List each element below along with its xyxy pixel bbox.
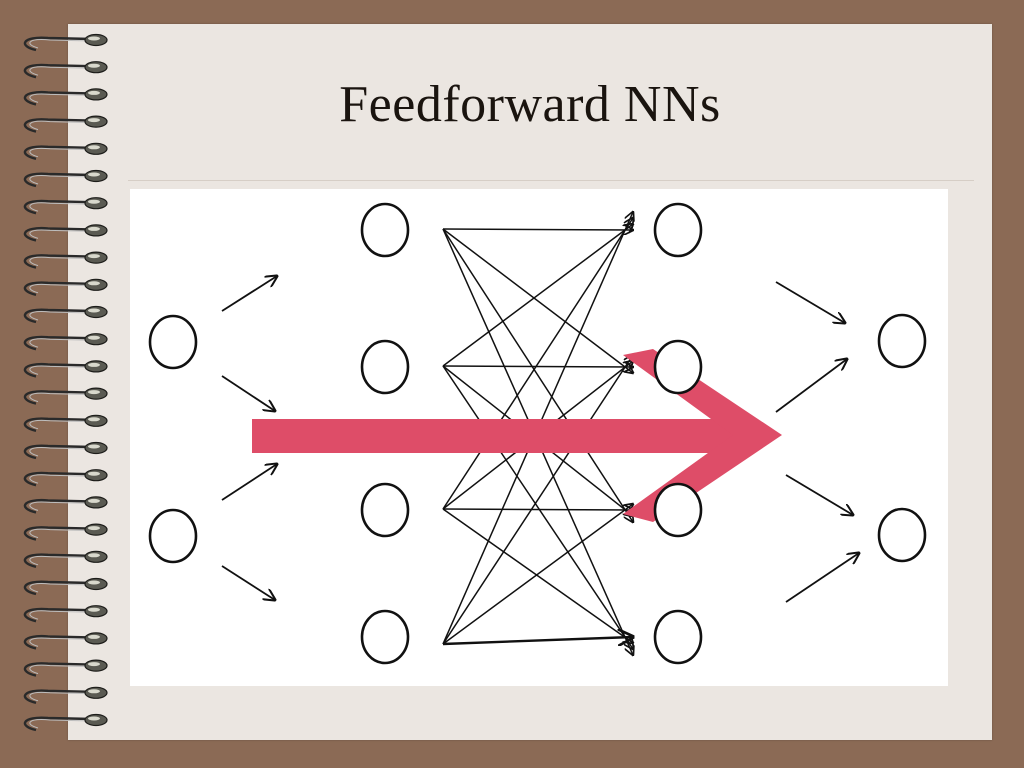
hidden2-node-1 bbox=[653, 202, 703, 258]
flow-arrow-shaft bbox=[252, 419, 742, 453]
spiral-coil-icon bbox=[23, 414, 108, 432]
hidden2-node-4 bbox=[653, 609, 703, 665]
spiral-coil-icon bbox=[23, 169, 108, 188]
input-arrow-4 bbox=[221, 565, 275, 600]
input-arrow-2 bbox=[221, 375, 275, 411]
spiral-coil-icon bbox=[23, 142, 108, 160]
spiral-coil-icon bbox=[23, 251, 108, 269]
hidden1-node-2 bbox=[360, 339, 410, 395]
spiral-coil-icon bbox=[23, 523, 108, 541]
spiral-coil-icon bbox=[23, 387, 108, 405]
output-arrow-4 bbox=[785, 553, 859, 603]
hidden1-node-1 bbox=[360, 202, 410, 258]
input-node-1 bbox=[148, 314, 198, 370]
input-arrow-3 bbox=[221, 464, 277, 501]
spiral-coil-icon bbox=[23, 278, 108, 296]
output-node-1 bbox=[877, 313, 927, 369]
spiral-coil-icon bbox=[23, 360, 108, 378]
hidden2-node-3 bbox=[653, 482, 703, 538]
forward-flow-arrow-icon bbox=[252, 349, 782, 522]
slide-title: Feedforward NNs bbox=[339, 76, 721, 133]
input-arrow-1 bbox=[221, 276, 277, 312]
spiral-coil-icon bbox=[23, 605, 108, 623]
input-node-2 bbox=[148, 508, 198, 564]
connection-arrow-icon bbox=[442, 229, 633, 230]
spiral-coil-icon bbox=[23, 33, 108, 732]
spiral-coil-icon bbox=[23, 469, 108, 487]
spiral-coil-icon bbox=[23, 577, 108, 596]
connection-arrow-icon bbox=[442, 355, 633, 645]
spiral-coil-icon bbox=[23, 550, 108, 568]
output-arrow-1 bbox=[775, 281, 845, 323]
spiral-coil-icon bbox=[23, 33, 108, 52]
spiral-binding bbox=[23, 33, 108, 732]
output-arrow-3 bbox=[785, 474, 853, 515]
connection-arrow-icon bbox=[442, 218, 633, 510]
network-svg bbox=[148, 202, 927, 665]
neuron-layer-group bbox=[148, 202, 927, 665]
spiral-coil-icon bbox=[23, 61, 108, 79]
flow-arrow-head bbox=[623, 349, 782, 522]
spiral-coil-icon bbox=[23, 197, 108, 215]
connection-arrow-icon bbox=[442, 228, 633, 373]
spiral-coil-icon bbox=[23, 88, 108, 106]
connection-arrow-icon bbox=[442, 365, 633, 649]
spiral-coil-icon bbox=[23, 441, 108, 460]
connection-arrow-icon bbox=[442, 508, 633, 643]
spiral-coil-icon bbox=[23, 713, 108, 732]
title-divider bbox=[128, 180, 974, 181]
connection-arrow-icon bbox=[442, 228, 633, 522]
hidden1-node-3 bbox=[360, 482, 410, 538]
spiral-coil-icon bbox=[23, 305, 108, 324]
connection-arrow-icon bbox=[442, 224, 633, 367]
hidden2-node-2 bbox=[653, 339, 703, 395]
connection-arrow-icon bbox=[442, 637, 633, 644]
spiral-coil-icon bbox=[23, 496, 108, 514]
network-diagram bbox=[130, 189, 948, 686]
connection-arrow-icon bbox=[442, 366, 633, 367]
spiral-coil-icon bbox=[23, 686, 108, 704]
hidden1-node-4 bbox=[360, 609, 410, 665]
input-output-connections bbox=[221, 276, 859, 603]
spiral-coil-icon bbox=[23, 632, 108, 650]
output-arrow-2 bbox=[775, 359, 847, 413]
spiral-coil-icon bbox=[23, 333, 108, 351]
output-node-2 bbox=[877, 507, 927, 563]
spiral-coil-icon bbox=[23, 224, 108, 242]
spiral-coil-icon bbox=[23, 115, 108, 133]
connection-arrow-icon bbox=[442, 504, 633, 645]
spiral-coil-icon bbox=[23, 659, 108, 677]
connection-arrow-icon bbox=[442, 509, 633, 510]
